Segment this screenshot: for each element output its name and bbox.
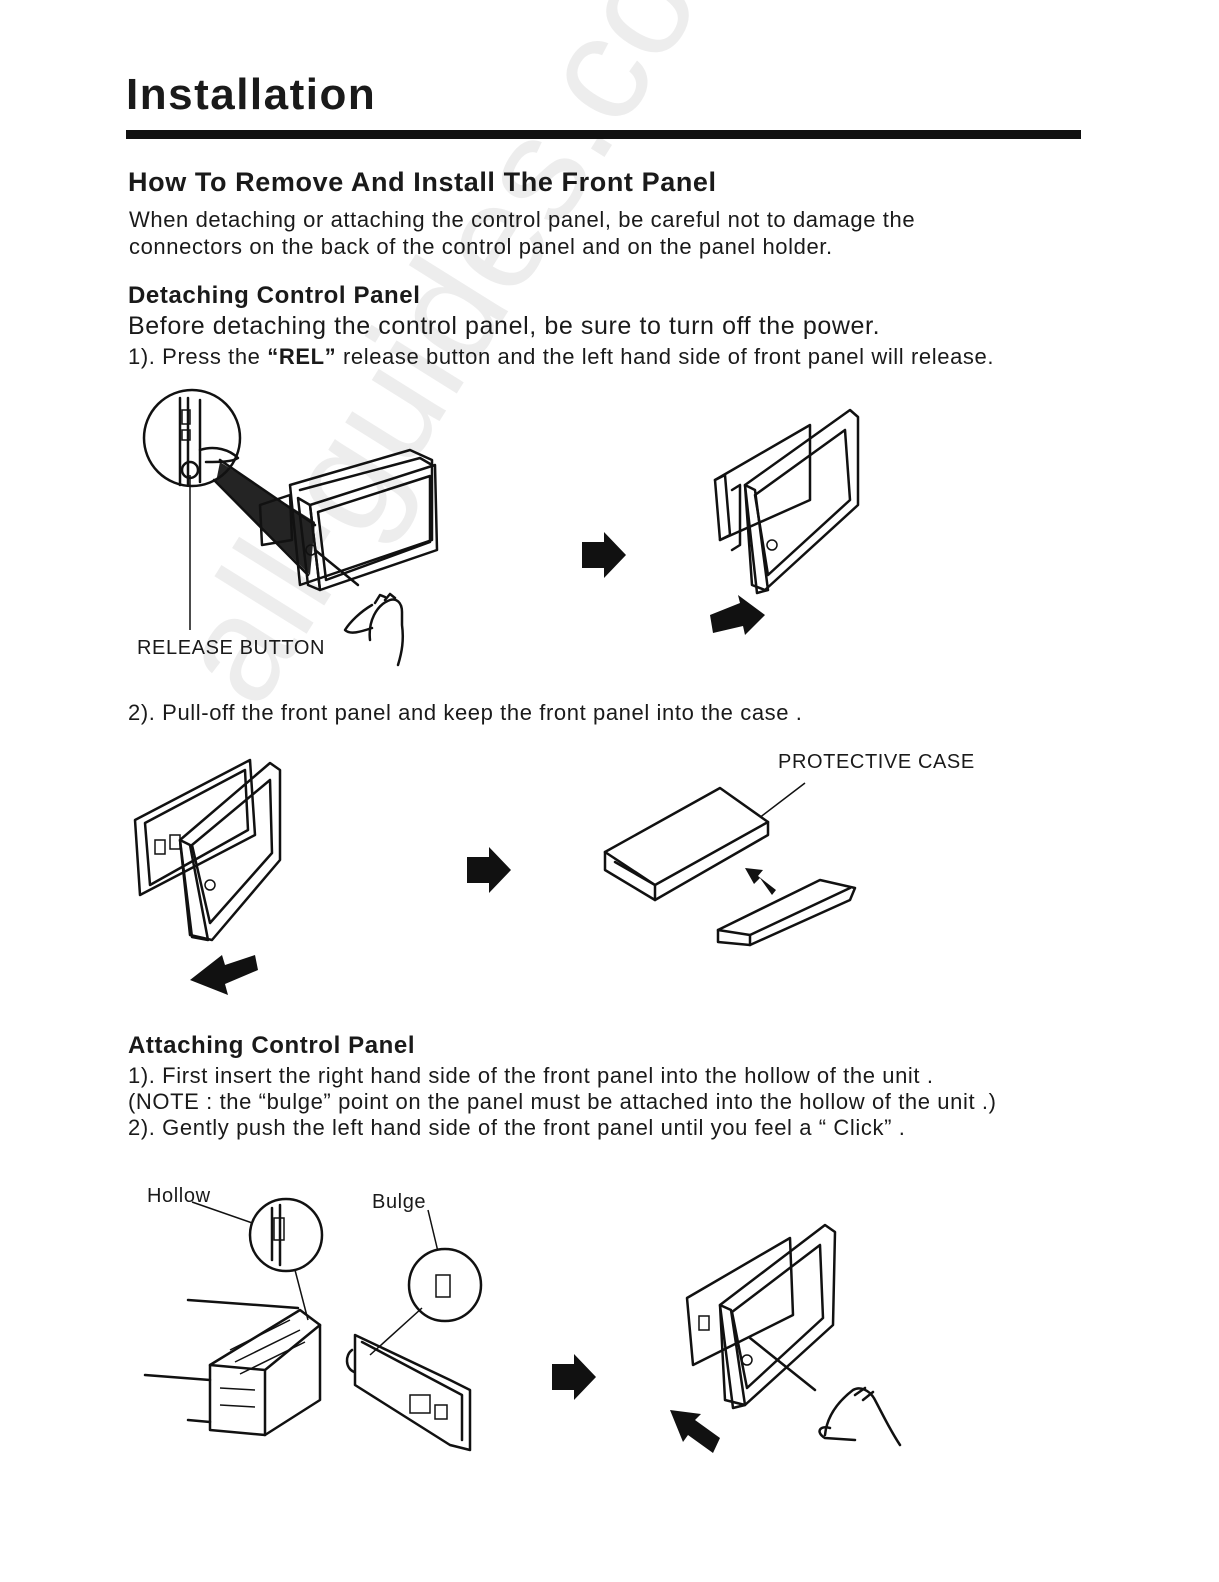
detaching-step-2: 2). Pull-off the front panel and keep th… (128, 700, 803, 725)
hollow-label: Hollow (147, 1185, 211, 1207)
arrow-right-1-icon (582, 532, 626, 578)
arrow-right-2-icon (467, 847, 511, 893)
bulge-label: Bulge (372, 1191, 427, 1213)
attaching-step-2: 2). Gently push the left hand side of th… (128, 1115, 906, 1140)
step1-prefix: 1). Press the (128, 344, 268, 369)
attaching-step-1: 1). First insert the right hand side of … (128, 1063, 934, 1088)
step1-suffix: release button and the left hand side of… (336, 344, 995, 369)
figure-protective-case (603, 782, 857, 947)
section-heading: How To Remove And Install The Front Pane… (128, 167, 717, 197)
page-title: Installation (126, 70, 377, 119)
attaching-note: (NOTE : the “bulge” point on the panel m… (128, 1089, 997, 1114)
title-rule (126, 130, 1081, 139)
detaching-step-1: 1). Press the “REL” release button and t… (128, 343, 994, 370)
figure-release-button (142, 388, 439, 667)
release-button-label: RELEASE BUTTON (137, 637, 326, 659)
protective-case-label: PROTECTIVE CASE (778, 751, 975, 773)
intro-line-1: When detaching or attaching the control … (129, 207, 916, 232)
intro-line-2: connectors on the back of the control pa… (129, 234, 833, 259)
figure-hollow-and-bulge (143, 1197, 483, 1452)
detaching-before-text: Before detaching the control panel, be s… (128, 312, 881, 340)
rel-label: “REL” (267, 344, 337, 369)
figure-panel-released (710, 408, 860, 635)
figure-panel-attach-push (670, 1223, 902, 1453)
figure-panel-detached (133, 758, 282, 995)
arrow-right-3-icon (552, 1354, 596, 1400)
detaching-heading: Detaching Control Panel (128, 282, 421, 309)
attaching-heading: Attaching Control Panel (128, 1032, 416, 1059)
